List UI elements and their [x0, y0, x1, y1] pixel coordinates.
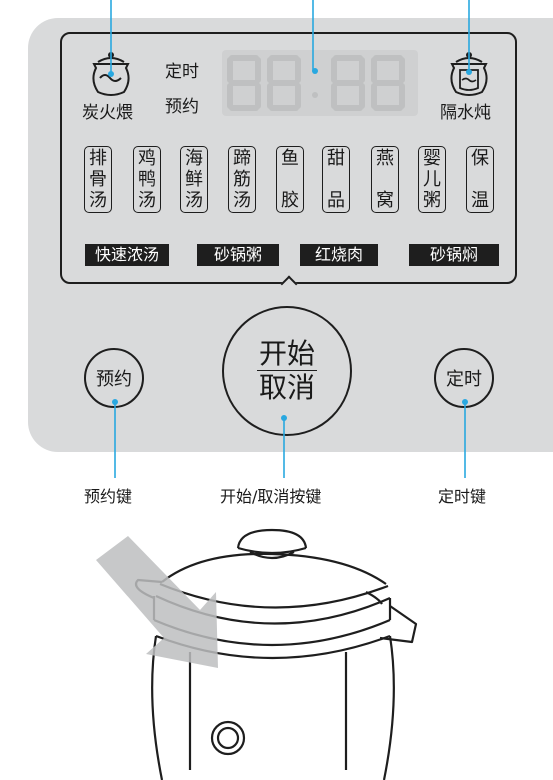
preset-button-label: 预约	[96, 369, 132, 390]
menu-item-poultry-soup: 鸡 鸭 汤	[133, 146, 161, 213]
preset-indicator-label: 预约	[165, 97, 199, 117]
menu-char: 海	[185, 148, 203, 169]
mode-braised-pork: 红烧肉	[300, 244, 378, 266]
menu-char: 鱼	[281, 148, 299, 169]
menu-char: 汤	[138, 190, 156, 211]
menu-char: 汤	[233, 190, 251, 211]
menu-char: 甜	[327, 148, 345, 169]
timer-button-label: 定时	[446, 369, 482, 390]
preset-button[interactable]: 预约	[84, 348, 144, 408]
double-boil-label: 隔水炖	[440, 103, 491, 123]
menu-char: 排	[89, 148, 107, 169]
charcoal-stew-label: 炭火煨	[82, 103, 133, 123]
menu-char: 鲜	[185, 169, 203, 190]
seven-segment-digits	[227, 55, 405, 111]
mode-quick-soup: 快速浓汤	[85, 244, 169, 266]
menu-char: 儿	[423, 169, 441, 190]
menu-char: 鸡	[138, 148, 156, 169]
menu-char: 保	[471, 148, 489, 169]
menu-char: 婴	[423, 148, 441, 169]
timer-indicator-label: 定时	[165, 62, 199, 82]
menu-item-pork-rib-soup: 排 骨 汤	[84, 146, 112, 213]
menu-item-seafood-soup: 海 鲜 汤	[180, 146, 208, 213]
menu-item-keep-warm: 保 温	[466, 146, 494, 213]
time-display	[222, 50, 418, 116]
menu-char: 温	[471, 190, 489, 211]
menu-char: 骨	[89, 169, 107, 190]
menu-item-dessert: 甜 品	[322, 146, 350, 213]
menu-char: 品	[327, 190, 345, 211]
timer-key-caption: 定时键	[438, 487, 487, 506]
preset-key-caption: 预约键	[84, 487, 133, 506]
menu-char: 燕	[376, 148, 394, 169]
cooker-illustration	[96, 528, 418, 780]
menu-item-bird-nest: 燕 窝	[371, 146, 399, 213]
menu-char: 粥	[423, 190, 441, 211]
menu-item-fish-maw: 鱼 胶	[276, 146, 304, 213]
start-button-label: 开始	[256, 336, 317, 371]
direction-arrow-icon	[96, 536, 218, 668]
menu-char: 鸭	[138, 169, 156, 190]
menu-char: 蹄	[233, 148, 251, 169]
menu-char: 筋	[233, 169, 251, 190]
menu-char: 窝	[376, 190, 394, 211]
menu-char: 胶	[281, 190, 299, 211]
cancel-button-label: 取消	[258, 370, 315, 404]
menu-item-tendon-soup: 蹄 筋 汤	[228, 146, 256, 213]
start-cancel-button[interactable]: 开始 取消	[222, 306, 352, 436]
menu-char: 汤	[185, 190, 203, 211]
start-cancel-key-caption: 开始/取消按键	[220, 487, 322, 506]
callout-lines	[110, 0, 470, 478]
timer-button[interactable]: 定时	[434, 348, 494, 408]
mode-casserole-braise: 砂锅焖	[409, 244, 499, 266]
menu-item-baby-porridge: 婴 儿 粥	[418, 146, 446, 213]
mode-casserole-porridge: 砂锅粥	[197, 244, 279, 266]
menu-char: 汤	[89, 190, 107, 211]
